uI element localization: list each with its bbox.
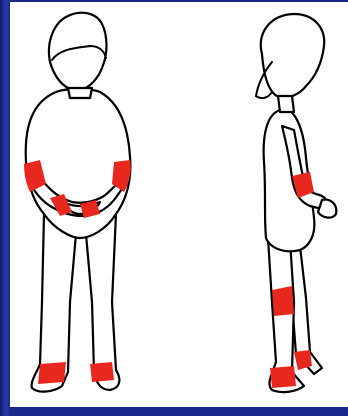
- side-knee-mark: [272, 286, 294, 316]
- front-head: [49, 13, 107, 91]
- front-left-ankle-mark: [38, 362, 66, 384]
- side-view-figure: [256, 14, 336, 392]
- side-front-ankle-mark: [270, 366, 296, 388]
- illustration-panel: [10, 2, 348, 407]
- side-head: [261, 14, 324, 98]
- side-hand: [318, 200, 336, 218]
- front-neck: [68, 88, 92, 98]
- front-right-ankle-mark: [90, 362, 114, 382]
- side-neck: [278, 96, 294, 112]
- front-view-figure: [24, 13, 131, 392]
- joint-illustration: [10, 2, 348, 407]
